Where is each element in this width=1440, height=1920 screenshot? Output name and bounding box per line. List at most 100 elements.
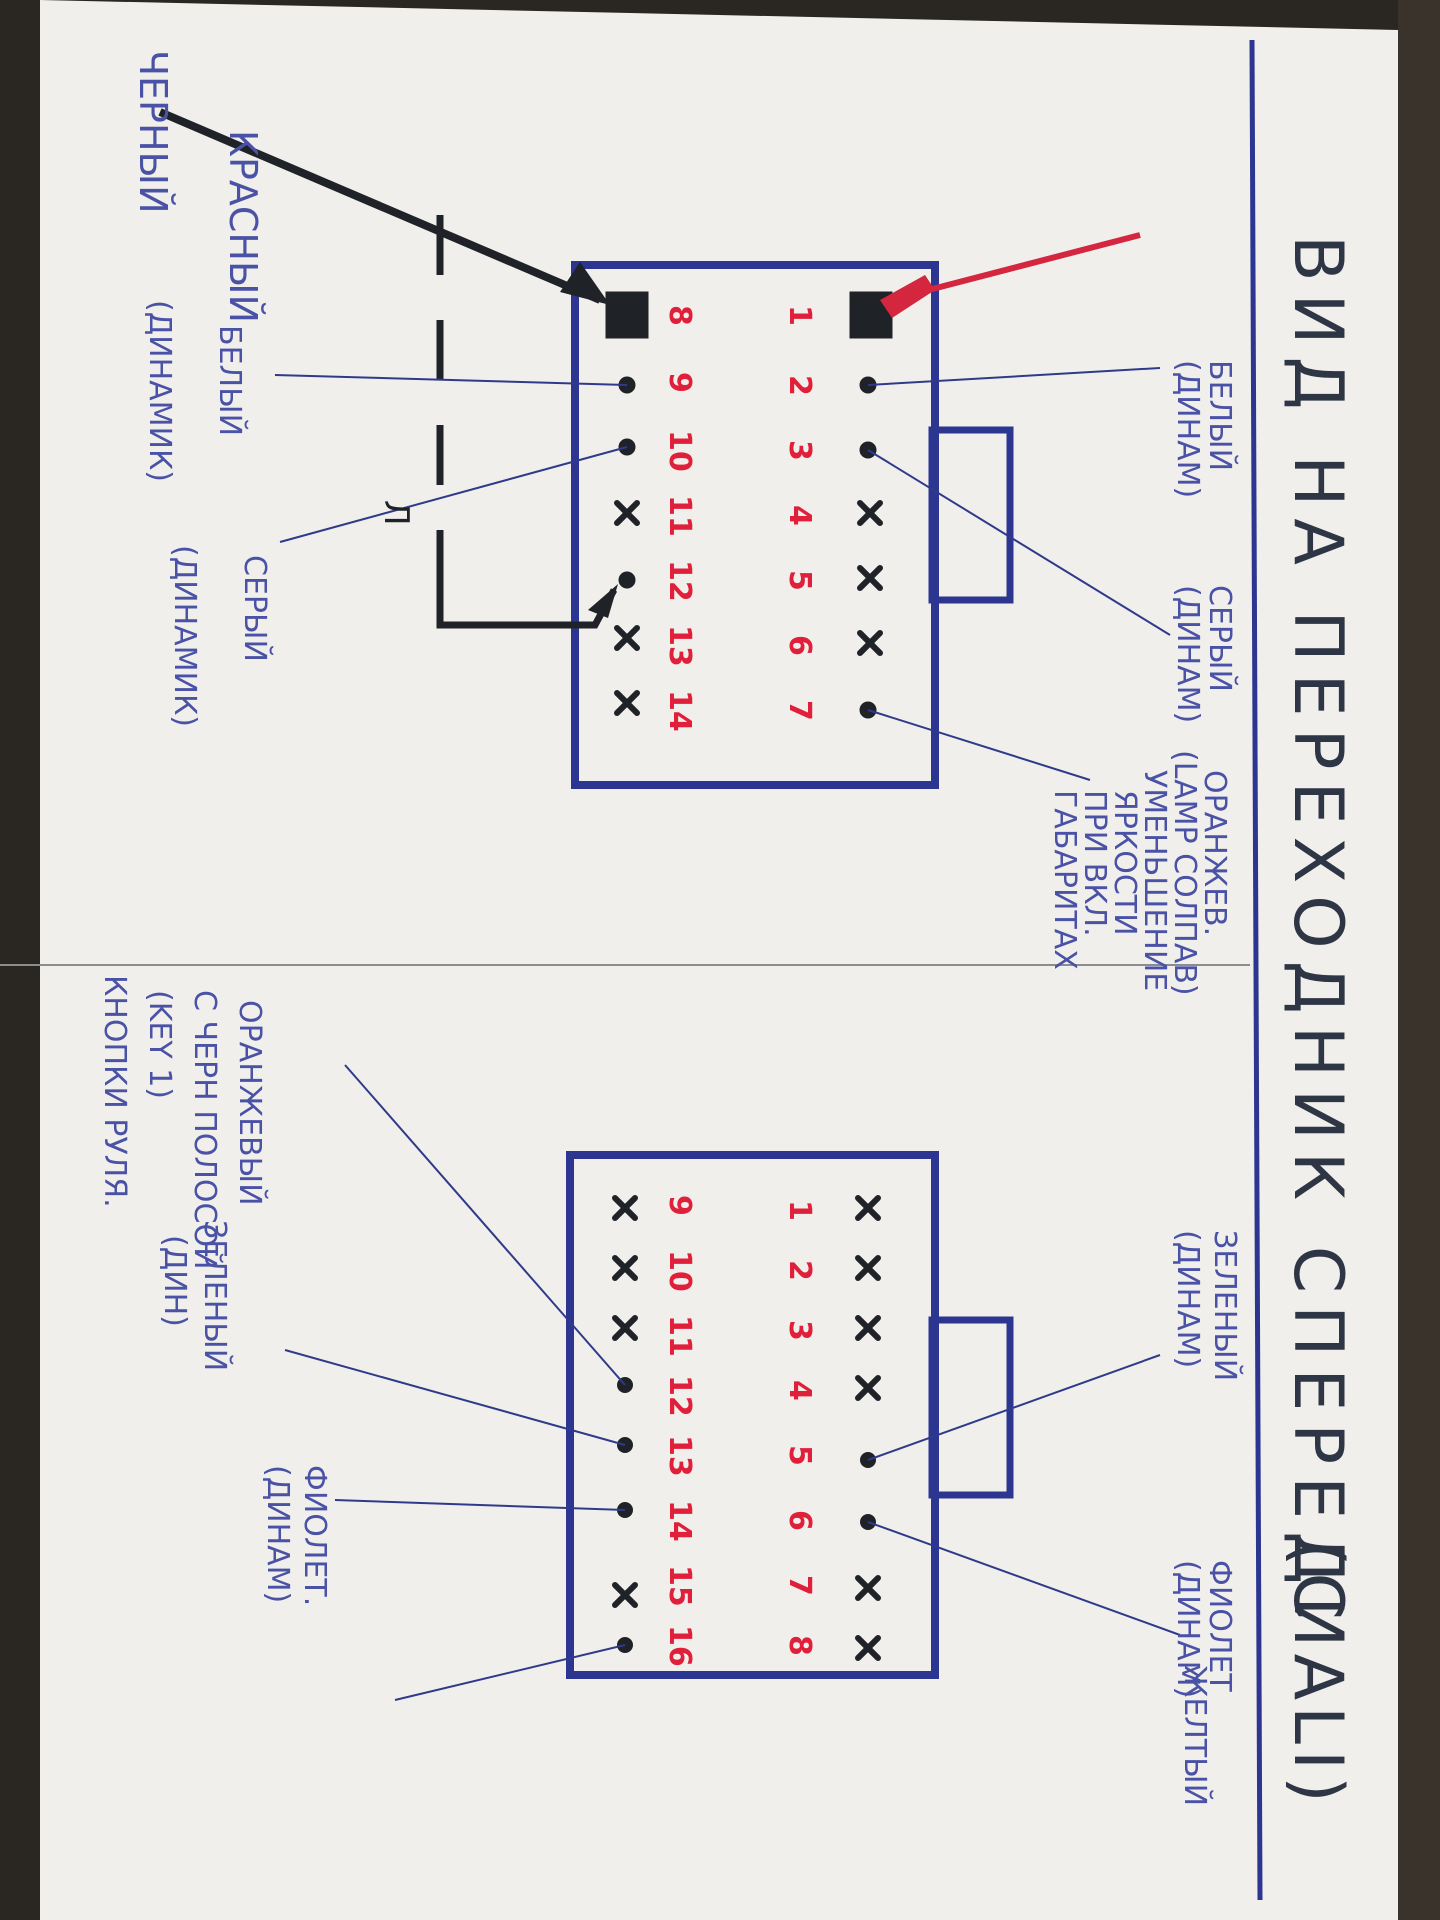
diagram-subtitle: (С ALI) <box>1278 1540 1357 1809</box>
leader-line <box>344 1064 626 1386</box>
label-violet-dyn: (ДИНАМ) <box>1170 1560 1205 1698</box>
leader-line <box>867 367 1161 386</box>
label-orange: ПРИ ВКЛ. <box>1077 790 1112 937</box>
label-green-dyn: ЗЕЛЕНЫЙ <box>1207 1230 1243 1381</box>
pin-number: 13 <box>662 625 697 667</box>
left-connector-latch <box>928 426 1014 604</box>
label-black: ЧЕРНЫЙ <box>131 50 175 214</box>
pin-unused-x <box>855 1255 881 1281</box>
pin-number: 4 <box>782 505 817 526</box>
leader-line <box>867 709 1091 781</box>
title-underline <box>1249 39 1263 1901</box>
pin-number: 13 <box>662 1435 697 1477</box>
pin-square <box>605 291 649 339</box>
label-orange: (LAMP СОЛПАВ) <box>1167 750 1202 996</box>
right-top-row-pins <box>855 1195 881 1661</box>
pin-number: 14 <box>662 690 697 732</box>
leader-line <box>334 1499 626 1511</box>
pin-number: 7 <box>782 1575 817 1596</box>
red-wire-plug <box>880 275 935 318</box>
label-white-dyn: БЕЛЫЙ <box>1202 360 1238 471</box>
pin-unused-x <box>855 1575 881 1601</box>
label-orange: ОРАНЖЕВ. <box>1197 770 1232 936</box>
pin-number: 9 <box>662 1195 697 1216</box>
pin-number: 15 <box>662 1565 697 1607</box>
pin-number: 8 <box>782 1635 817 1656</box>
right-top-row-numbers: 1 2 3 4 5 6 7 8 <box>782 1200 817 1656</box>
pin-number: 3 <box>782 1320 817 1341</box>
label-orwhite: КНОПКИ РУЛЯ. <box>97 975 132 1208</box>
black-wire <box>158 108 602 304</box>
pin-number: 2 <box>782 1260 817 1281</box>
pin-number: 12 <box>662 560 697 602</box>
label-white-dyn: (ДИНАМ) <box>1170 360 1205 498</box>
right-connector: 1 2 3 4 5 6 7 8 9 10 11 12 13 14 15 16 <box>97 975 1243 1806</box>
leader-line <box>867 1521 1181 1636</box>
label-orwhite: С ЧЕРН ПОЛОСОЙ <box>187 990 223 1270</box>
pin-unused-x <box>612 1195 638 1221</box>
rotated-sheet: ВИД НА ПЕРЕХОДНИК СПЕРЕДИ (С ALI) 1 2 3 … <box>0 39 1357 1901</box>
label-orange: УМЕНЬШЕНИЕ <box>1137 770 1172 991</box>
label-mark: Л <box>376 500 416 526</box>
pin-number: 1 <box>782 305 817 326</box>
pin-unused-x <box>855 1195 881 1221</box>
leader-line <box>279 446 628 543</box>
pin-number: 16 <box>662 1625 697 1667</box>
label-white-dyn2: БЕЛЫЙ <box>212 325 248 436</box>
label-orwhite: ОРАНЖЕВЫЙ <box>232 1000 268 1206</box>
label-gray-dyn2: СЕРЫЙ <box>237 555 273 662</box>
left-labels: КРАСНЫЙ ЧЕРНЫЙ БЕЛЫЙ (ДИНАМ) СЕРЫЙ (ДИНА… <box>131 50 1238 996</box>
pin-number: 5 <box>782 1445 817 1466</box>
label-orange: ЯРКОСТИ <box>1107 790 1142 936</box>
pin-unused-x <box>614 690 640 716</box>
pin-number: 10 <box>662 1250 697 1292</box>
label-yellow: ЖЕЛТЫЙ <box>1177 1665 1213 1806</box>
paper-sheet <box>40 0 1400 1920</box>
pin-unused-x <box>855 1375 881 1401</box>
pin-number: 12 <box>662 1375 697 1417</box>
leader-line <box>867 1354 1161 1461</box>
pin-number: 8 <box>662 305 697 326</box>
label-gray-dyn: СЕРЫЙ <box>1202 585 1238 692</box>
pin-unused-x <box>614 625 640 651</box>
pin-number: 4 <box>782 1380 817 1401</box>
pin-number: 3 <box>782 440 817 461</box>
pin-unused-x <box>857 500 883 526</box>
label-white-dyn2: (ДИНАМИК) <box>142 300 177 482</box>
pin-unused-x <box>857 630 883 656</box>
pin-unused-x <box>612 1255 638 1281</box>
left-connector: 1 2 3 4 5 6 7 8 9 10 11 12 13 14 <box>131 50 1238 996</box>
leader-line <box>867 449 1171 636</box>
right-connector-latch <box>928 1316 1014 1499</box>
pin-number: 10 <box>662 430 697 472</box>
pin-unused-x <box>612 1582 638 1608</box>
label-orange: ГАБАРИТАХ <box>1047 790 1082 970</box>
pin-unused-x <box>857 565 883 591</box>
pin-number: 14 <box>662 1500 697 1542</box>
pin-number: 11 <box>662 495 697 537</box>
label-green2: ЗЕЛЕНЫЙ <box>197 1220 233 1371</box>
left-bottom-row-pins <box>605 291 649 716</box>
label-gray-dyn: (ДИНАМ) <box>1170 585 1205 723</box>
right-bottom-row-pins <box>612 1195 638 1653</box>
pin-unused-x <box>612 1315 638 1341</box>
pin-unused-x <box>855 1635 881 1661</box>
pin-number: 1 <box>782 1200 817 1221</box>
pin-number: 2 <box>782 375 817 396</box>
pin-number: 7 <box>782 700 817 721</box>
leader-line <box>274 374 628 386</box>
pin-number: 5 <box>782 570 817 591</box>
pin-unused-x <box>855 1315 881 1341</box>
jumper-arrowhead <box>588 584 618 618</box>
black-wire-arrowhead <box>560 262 610 305</box>
label-red: КРАСНЫЙ <box>221 130 265 323</box>
leader-line <box>284 1349 626 1446</box>
paper-shadow-right <box>1398 0 1440 1920</box>
pin-number: 9 <box>662 372 697 393</box>
pin-number: 6 <box>782 635 817 656</box>
label-violet2: ФИОЛЕТ. <box>297 1465 332 1606</box>
right-bottom-row-numbers: 9 10 11 12 13 14 15 16 <box>662 1195 697 1667</box>
label-green-dyn: (ДИНАМ) <box>1170 1230 1205 1368</box>
pin-dot <box>618 571 636 589</box>
